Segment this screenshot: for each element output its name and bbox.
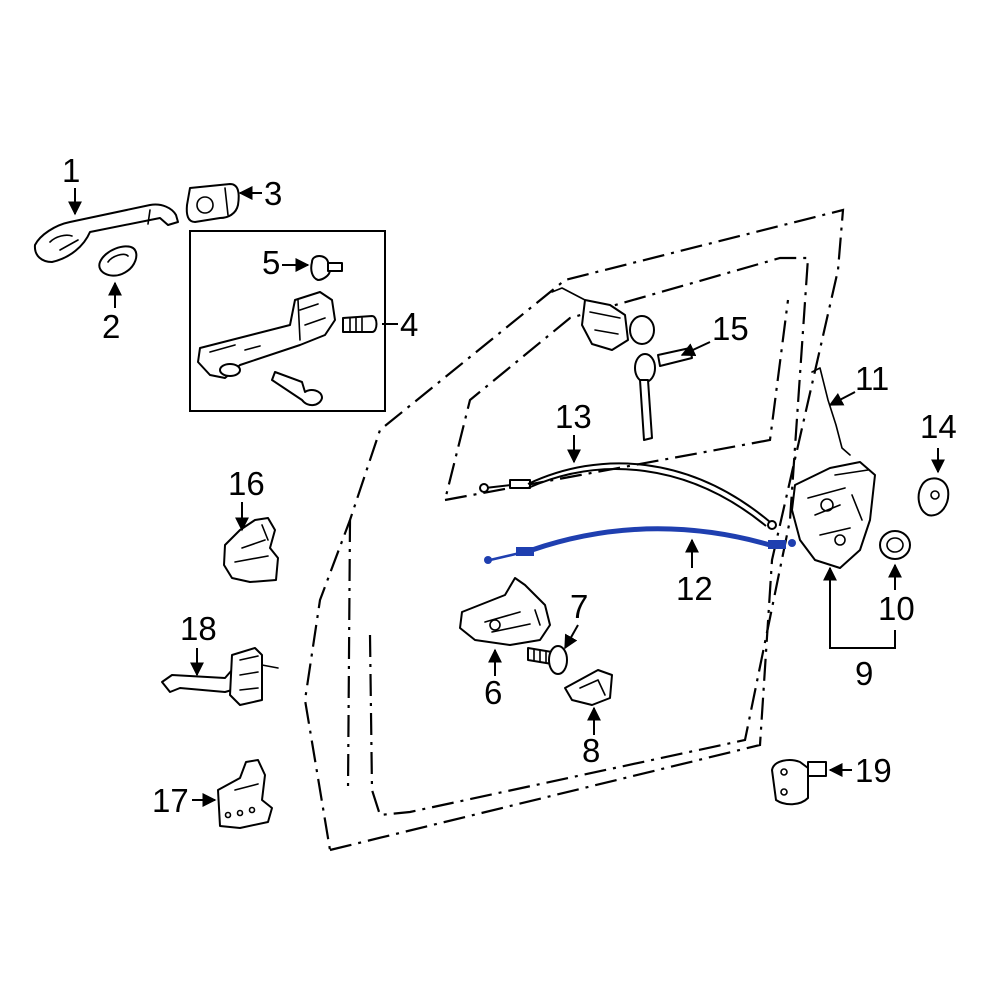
- callout-7: 7: [570, 588, 588, 625]
- callout-11: 11: [855, 360, 889, 397]
- part-15-lock-cylinder[interactable]: [551, 287, 693, 441]
- leader-7: [564, 624, 579, 650]
- part-4-handle-frame[interactable]: [197, 291, 378, 406]
- callout-14: 14: [920, 408, 957, 445]
- part-17-lower-hinge[interactable]: [217, 759, 273, 829]
- part-16-hinge[interactable]: [223, 517, 279, 583]
- callout-3: 3: [264, 175, 282, 212]
- part-12-cable-highlighted[interactable]: [484, 526, 796, 564]
- part-19-switch[interactable]: [771, 759, 827, 806]
- part-7-screw[interactable]: [527, 645, 568, 675]
- leader-15: [680, 341, 711, 357]
- callout-17: 17: [152, 782, 189, 819]
- callout-12: 12: [676, 570, 713, 607]
- callout-8: 8: [582, 732, 600, 769]
- door-outline: [303, 208, 845, 852]
- part-9-door-lock-assembly[interactable]: [791, 461, 876, 569]
- part-18-door-check[interactable]: [161, 647, 279, 706]
- callout-18: 18: [180, 610, 217, 647]
- callout-9: 9: [855, 655, 873, 692]
- part-4-group-box: [189, 230, 386, 412]
- part-3-lock-cover[interactable]: [185, 183, 240, 223]
- callout-10: 10: [878, 590, 915, 627]
- part-8-cover[interactable]: [564, 669, 613, 706]
- part-13-cable[interactable]: [479, 462, 777, 530]
- part-2-handle-pad[interactable]: [98, 245, 138, 277]
- part-10-grommet[interactable]: [879, 530, 911, 560]
- part-5-bolt[interactable]: [310, 255, 343, 281]
- part-14-lever[interactable]: [917, 477, 950, 517]
- callout-1: 1: [62, 152, 80, 189]
- callout-2: 2: [102, 308, 120, 345]
- callout-4: 4: [400, 306, 418, 343]
- callout-16: 16: [228, 465, 265, 502]
- callout-5: 5: [262, 244, 280, 281]
- part-6-striker[interactable]: [459, 577, 551, 646]
- callout-13: 13: [555, 398, 592, 435]
- callout-6: 6: [484, 674, 502, 711]
- part-1-outside-handle[interactable]: [33, 203, 179, 263]
- callout-15: 15: [712, 310, 749, 347]
- leader-11: [828, 391, 856, 406]
- part-11-rod[interactable]: [811, 367, 851, 456]
- leader-9-bracket: [829, 570, 896, 649]
- callout-19: 19: [855, 752, 892, 789]
